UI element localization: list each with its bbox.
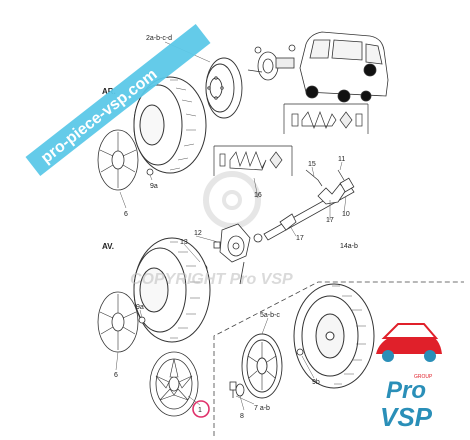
center-watermark-logo	[203, 171, 261, 229]
callout-9a-top: 9a	[150, 183, 158, 190]
rear-wheel-cover	[97, 129, 139, 191]
boot-kit-upper	[283, 103, 369, 134]
callout-9a-bot: 9a	[136, 304, 144, 311]
rear-nut	[146, 168, 154, 176]
centre-cap-8	[235, 383, 245, 397]
callout-15: 15	[308, 161, 316, 168]
callout-1: 1	[198, 407, 202, 414]
callout-12: 12	[194, 230, 202, 237]
front-wheel-cover	[97, 291, 139, 353]
callout-8: 8	[240, 413, 244, 420]
leader-lines	[115, 41, 347, 411]
logo-car-icon	[376, 323, 442, 362]
boot-kit-lower	[213, 145, 293, 176]
callout-13: 13	[180, 239, 188, 246]
callout-11: 11	[338, 156, 345, 163]
callout-16: 16	[254, 192, 262, 199]
front-tyre-left	[133, 237, 211, 343]
bolt-7ab	[229, 381, 237, 398]
bracket-15	[305, 169, 345, 187]
callout-17b: 17	[296, 235, 304, 242]
highlight-circle-part-1	[192, 400, 210, 418]
rear-wheel-rim	[205, 57, 243, 119]
callout-6-top: 6	[124, 211, 128, 218]
front-hub-knuckle	[213, 223, 251, 285]
copyright-watermark: COPYRIGHT Pro VSP	[130, 271, 293, 288]
callout-14ab: 14a-b	[340, 243, 358, 250]
alloy-section-boundary	[213, 281, 464, 436]
alloy-tyre	[293, 283, 375, 389]
callout-7ab: 7 a-b	[254, 405, 270, 412]
callout-9b: 9b	[312, 379, 320, 386]
section-label-rear: AR.	[102, 87, 116, 96]
logo-line1: Pro	[386, 377, 426, 404]
rear-tyre	[133, 76, 207, 174]
callout-6-bot: 6	[114, 372, 118, 379]
callout-5abc: 5a-b-c	[260, 312, 280, 319]
pro-vsp-logo: GROUP Pro VSP	[376, 323, 442, 432]
alloy-rim	[241, 333, 283, 399]
van-illustration	[299, 31, 389, 103]
callout-17a: 17	[326, 217, 334, 224]
section-label-front: AV.	[102, 242, 114, 251]
rear-hub-assembly	[247, 44, 296, 81]
callout-2abcd: 2a-b-c-d	[146, 35, 172, 42]
logo-sub-text: GROUP	[414, 374, 433, 380]
driveshaft	[253, 177, 355, 243]
hubcap-part-1	[149, 351, 199, 417]
callout-10: 10	[342, 211, 350, 218]
alloy-nut-9b	[296, 348, 304, 356]
logo-line2: VSP	[380, 402, 433, 432]
callout-labels: 2a-b-c-d 6 9a 16 15 11 17 10 17 14a-b 13…	[114, 35, 358, 420]
